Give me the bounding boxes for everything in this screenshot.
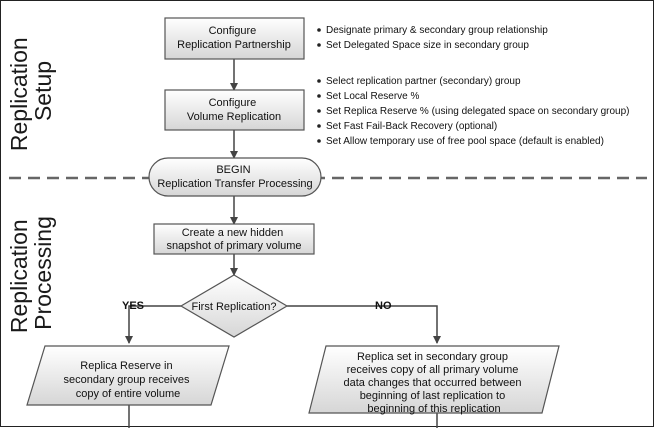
bullet-item: Designate primary & secondary group rela… (326, 25, 548, 36)
arrow-no-branch (287, 305, 441, 344)
bullet-item: Set Replica Reserve % (using delegated s… (326, 106, 630, 117)
node-create-snapshot: Create a new hidden snapshot of primary … (153, 223, 315, 255)
bullet-dot (317, 124, 321, 128)
svg-text:Replica set in secondary group: Replica set in secondary group receives … (343, 351, 524, 415)
bullet-list-partnership: Designate primary & secondary group rela… (317, 25, 548, 51)
bullet-dot (317, 28, 321, 32)
bullet-item: Set Delegated Space size in secondary gr… (326, 40, 529, 51)
branch-label-no: NO (375, 300, 392, 312)
section-label-processing: Replication Processing (6, 213, 56, 333)
node-begin-terminator: BEGIN Replication Transfer Processing (148, 157, 322, 197)
branch-label-yes: YES (122, 300, 144, 312)
node-configure-partnership: Configure Replication Partnership (164, 17, 305, 60)
arrow-yes-branch (125, 305, 181, 344)
node-decision-first-replication: First Replication? (179, 274, 289, 338)
bullet-dot (317, 94, 321, 98)
bullet-item: Set Local Reserve % (326, 91, 419, 102)
svg-text:First Replication?: First Replication? (192, 301, 277, 313)
bullet-dot (317, 139, 321, 143)
bullet-item: Set Fast Fail-Back Recovery (optional) (326, 121, 497, 132)
svg-text:Configure Volume Replica: Configure Volume Replication (187, 97, 281, 123)
section-label-setup: Replication Setup (6, 31, 56, 151)
bullet-dot (317, 109, 321, 113)
svg-text:Configure Replication Pa: Configure Replication Partnership (177, 25, 291, 51)
svg-text:Create a new hidden snap: Create a new hidden snapshot of primary … (166, 227, 301, 252)
node-yes-result: Replica Reserve in secondary group recei… (26, 345, 230, 406)
node-configure-volume: Configure Volume Replication (164, 89, 305, 131)
svg-text:Replica Reserve in secon: Replica Reserve in secondary group recei… (63, 360, 192, 400)
bullet-dot (317, 79, 321, 83)
node-no-result: Replica set in secondary group receives … (308, 345, 560, 415)
bullet-list-volume: Select replication partner (secondary) g… (317, 76, 630, 147)
svg-text:BEGIN Replication Transf: BEGIN Replication Transfer Processing (157, 164, 312, 190)
bullet-item: Select replication partner (secondary) g… (326, 76, 521, 87)
bullet-dot (317, 43, 321, 47)
bullet-item: Set Allow temporary use of free pool spa… (326, 136, 604, 147)
